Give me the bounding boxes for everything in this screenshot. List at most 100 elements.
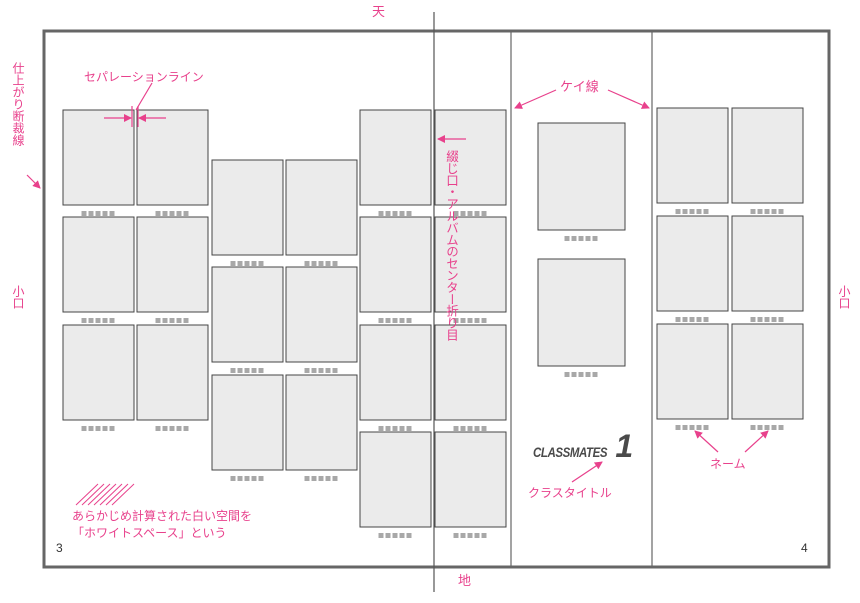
name-tag-dot: [392, 318, 398, 323]
name-tag-dot: [258, 476, 264, 481]
arrow-trim-line: [26, 174, 41, 189]
white-space-hatch: [75, 483, 135, 506]
name-tag-dot: [230, 368, 236, 373]
photo-box: [731, 215, 804, 312]
name-tag-dot: [102, 318, 108, 323]
photo-box: [136, 216, 209, 313]
name-tag-dot: [88, 426, 94, 431]
name-tag-dot: [399, 211, 405, 216]
name-tag-dot: [764, 425, 770, 430]
name-tag-dot: [474, 533, 480, 538]
photo-box: [434, 324, 507, 421]
label-white-space-line1: あらかじめ計算された白い空間を: [72, 509, 253, 523]
name-tag-dot: [176, 318, 182, 323]
photo-box: [285, 159, 358, 256]
trim-frame: [42, 29, 831, 569]
name-tag-dot: [155, 426, 161, 431]
name-tag-dot: [392, 426, 398, 431]
class-title-logo-number: 1: [615, 428, 634, 464]
name-tag-dot: [585, 236, 591, 241]
name-tag-dot: [251, 261, 257, 266]
name-tag-dot: [467, 318, 473, 323]
name-tag-dot: [109, 426, 115, 431]
name-tag-dot: [592, 372, 598, 377]
name-tag-dot: [237, 261, 243, 266]
photo-box: [211, 159, 284, 256]
name-tag-dot: [750, 317, 756, 322]
label-trim-line: 仕上がり断裁線: [11, 62, 25, 146]
photo-box: [62, 109, 135, 206]
name-tag-dot: [155, 211, 161, 216]
photo-box: [62, 324, 135, 421]
name-tag-dot: [757, 425, 763, 430]
name-tag-dot: [696, 209, 702, 214]
name-tag-dot: [578, 236, 584, 241]
name-tag-dot: [95, 211, 101, 216]
arrow-rule-line-left: [514, 89, 557, 109]
name-tag-dot: [244, 476, 250, 481]
name-tag-dot: [399, 426, 405, 431]
name-tag-dot: [304, 368, 310, 373]
name-tag-dot: [162, 426, 168, 431]
photo-box: [211, 374, 284, 471]
name-tag-dot: [258, 368, 264, 373]
name-tag-dot: [88, 211, 94, 216]
photo-box: [656, 323, 729, 420]
name-tag-dot: [771, 209, 777, 214]
name-tag-dot: [571, 372, 577, 377]
name-tag-dot: [703, 209, 709, 214]
photo-grid: [62, 107, 804, 538]
photo-box: [656, 107, 729, 204]
name-tag-dot: [81, 318, 87, 323]
name-tag-dot: [696, 425, 702, 430]
name-tag-dot: [332, 368, 338, 373]
name-tag-dot: [385, 211, 391, 216]
name-tag-dot: [325, 261, 331, 266]
separation-line-marker: [104, 106, 166, 127]
name-tag-dot: [564, 372, 570, 377]
name-tag-dot: [406, 318, 412, 323]
name-tag-dot: [169, 211, 175, 216]
name-tag-dot: [682, 317, 688, 322]
name-tag-dot: [251, 476, 257, 481]
name-tag-dot: [467, 426, 473, 431]
arrow-class-title: [571, 461, 603, 483]
name-tag-dot: [757, 317, 763, 322]
name-tag-dot: [689, 317, 695, 322]
name-tag-dot: [689, 209, 695, 214]
name-tag-dot: [467, 533, 473, 538]
name-tag-dot: [675, 425, 681, 430]
photo-box: [62, 216, 135, 313]
arrow-rule-line-right: [607, 89, 650, 109]
name-tag-dot: [230, 261, 236, 266]
name-tag-dot: [244, 368, 250, 373]
name-tag-dot: [481, 533, 487, 538]
name-tag-dot: [481, 318, 487, 323]
name-tag-dot: [481, 211, 487, 216]
label-name: ネーム: [710, 457, 746, 471]
class-title-logo-text: CLASSMATES: [533, 444, 608, 460]
name-tag-dot: [378, 318, 384, 323]
label-right-edge: 小口: [837, 285, 851, 309]
name-tag-dot: [757, 209, 763, 214]
name-tag-dot: [325, 368, 331, 373]
photo-box: [731, 323, 804, 420]
label-left-edge: 小口: [11, 285, 25, 309]
name-tag-dot: [778, 317, 784, 322]
name-tag-dot: [392, 533, 398, 538]
photo-box: [359, 431, 432, 528]
photo-box: [136, 109, 209, 206]
photo-box: [359, 109, 432, 206]
name-tag-dot: [325, 476, 331, 481]
name-tag-dot: [564, 236, 570, 241]
name-tag-dot: [406, 211, 412, 216]
name-tag-dot: [585, 372, 591, 377]
label-top: 天: [372, 5, 386, 20]
name-tag-dot: [750, 425, 756, 430]
name-tag-dot: [406, 426, 412, 431]
photo-box: [359, 216, 432, 313]
name-tag-dot: [682, 425, 688, 430]
name-tag-dot: [467, 211, 473, 216]
name-tag-dot: [771, 317, 777, 322]
photo-box: [136, 324, 209, 421]
